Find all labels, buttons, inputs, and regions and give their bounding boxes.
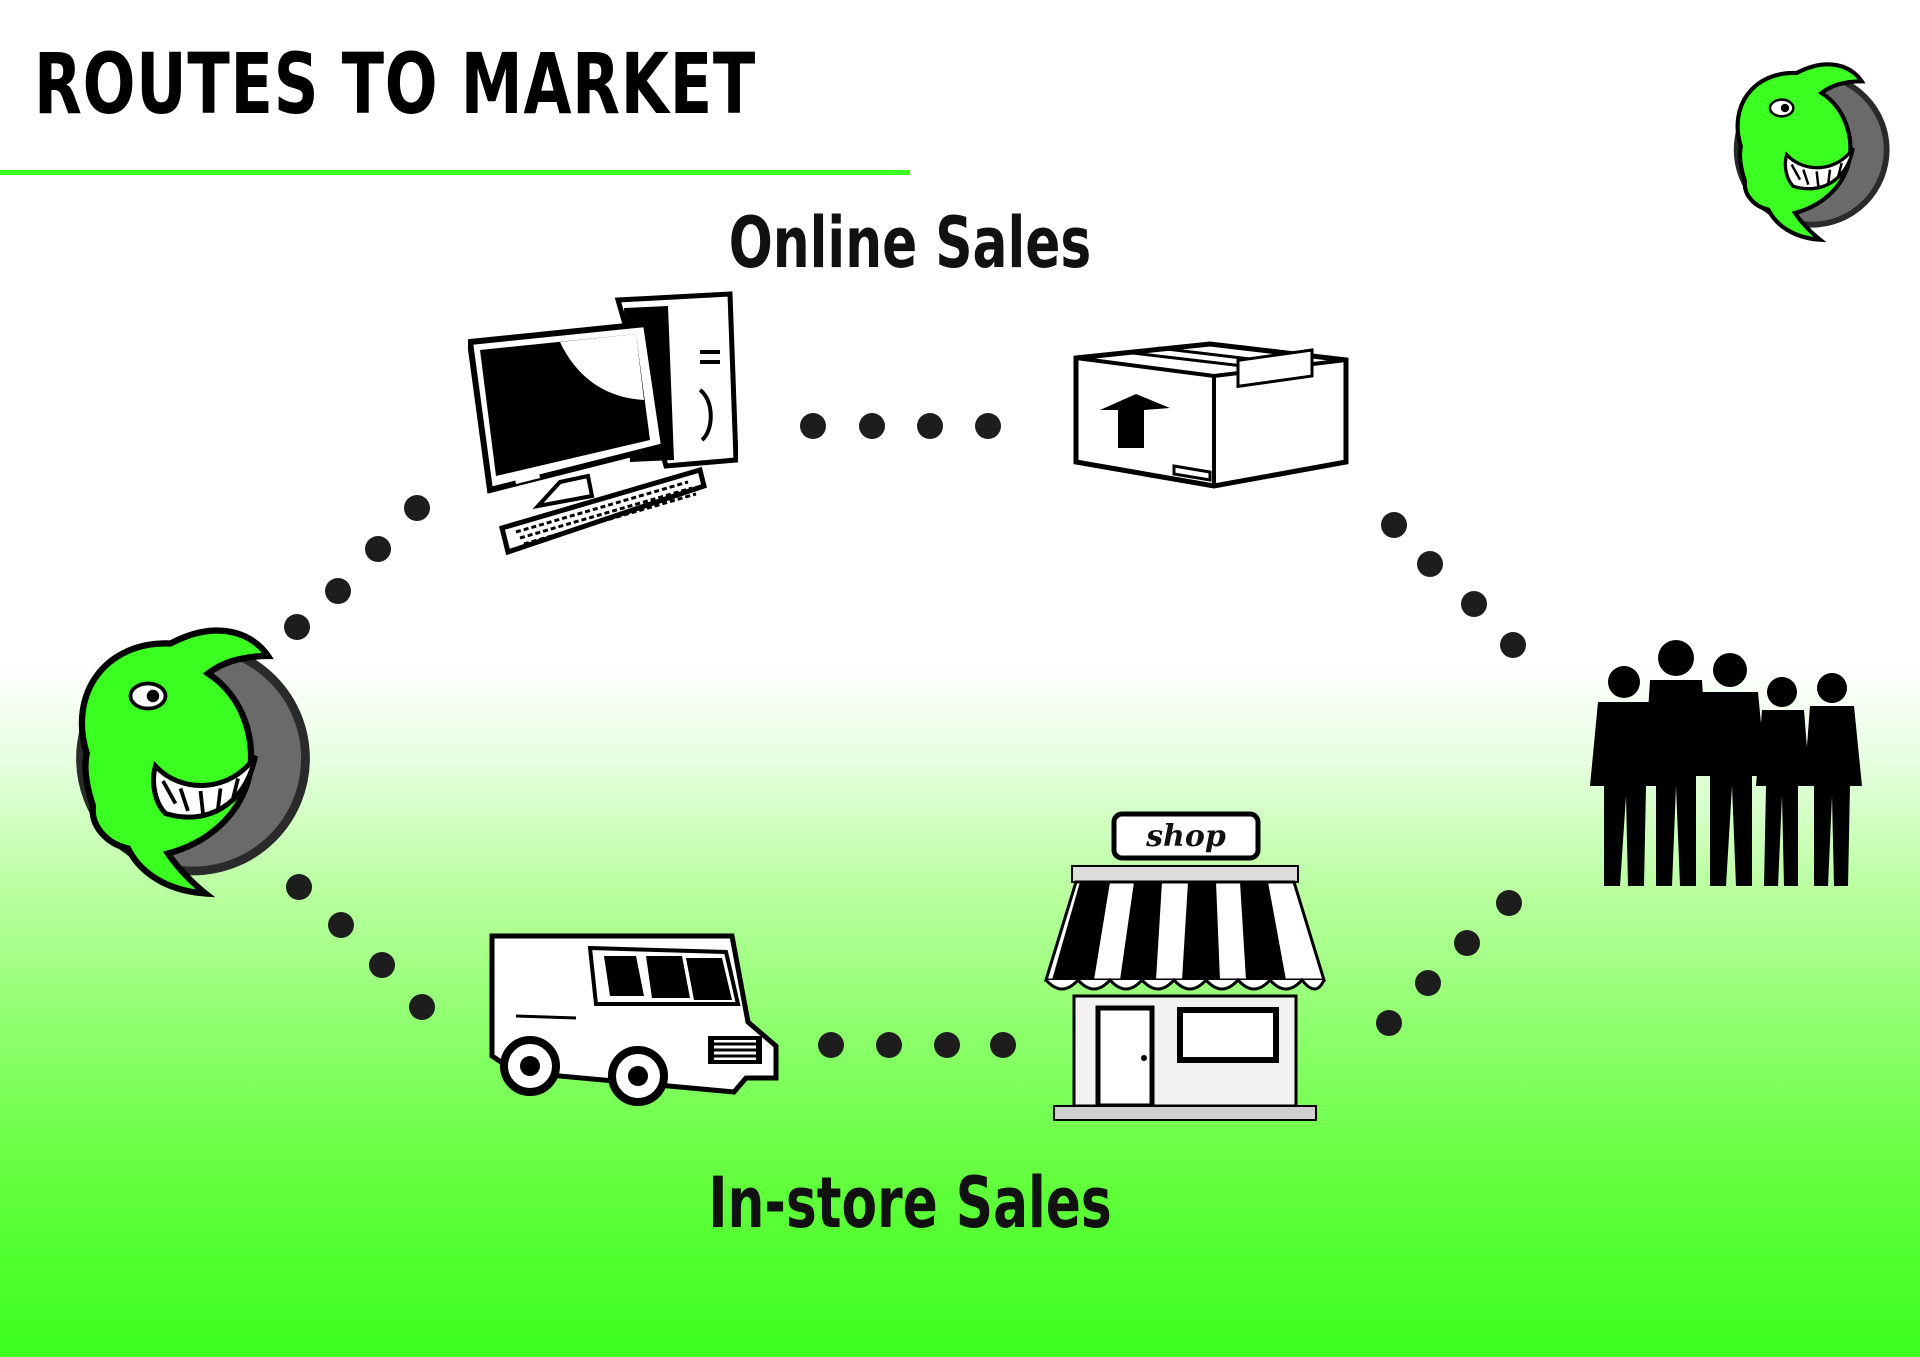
connector-dot xyxy=(1496,890,1522,916)
connector-dot xyxy=(365,536,391,562)
shop-sign-text: shop xyxy=(1145,819,1226,854)
shark-logo-icon-top-right xyxy=(1690,48,1900,248)
desktop-computer-icon xyxy=(468,290,738,560)
online-sales-label: Online Sales xyxy=(728,202,1092,284)
connector-dot xyxy=(975,413,1001,439)
connector-dot xyxy=(859,413,885,439)
title-underline xyxy=(0,170,910,175)
connector-dot xyxy=(876,1032,902,1058)
shop-storefront-icon: shop xyxy=(1040,810,1330,1126)
shipping-box-icon xyxy=(1070,338,1350,490)
connector-dot xyxy=(1415,970,1441,996)
connector-dot xyxy=(917,413,943,439)
connector-dot xyxy=(1381,512,1407,538)
page-title: ROUTES TO MARKET xyxy=(34,35,757,133)
connector-dot xyxy=(1500,632,1526,658)
delivery-van-icon xyxy=(486,926,782,1106)
connector-dot xyxy=(990,1032,1016,1058)
connector-dot xyxy=(1417,551,1443,577)
connector-dot xyxy=(328,912,354,938)
connector-dot xyxy=(409,994,435,1020)
connector-dot xyxy=(369,952,395,978)
connector-dot xyxy=(1454,930,1480,956)
connector-dot xyxy=(286,874,312,900)
connector-dot xyxy=(404,495,430,521)
connector-dot xyxy=(284,614,310,640)
connector-dot xyxy=(1461,591,1487,617)
connector-dot xyxy=(800,413,826,439)
connector-dot xyxy=(1376,1010,1402,1036)
people-group-icon xyxy=(1576,636,1866,896)
connector-dot xyxy=(818,1032,844,1058)
connector-dot xyxy=(325,578,351,604)
connector-dot xyxy=(934,1032,960,1058)
instore-sales-label: In-store Sales xyxy=(708,1162,1112,1244)
shark-logo-icon-left xyxy=(18,606,318,906)
